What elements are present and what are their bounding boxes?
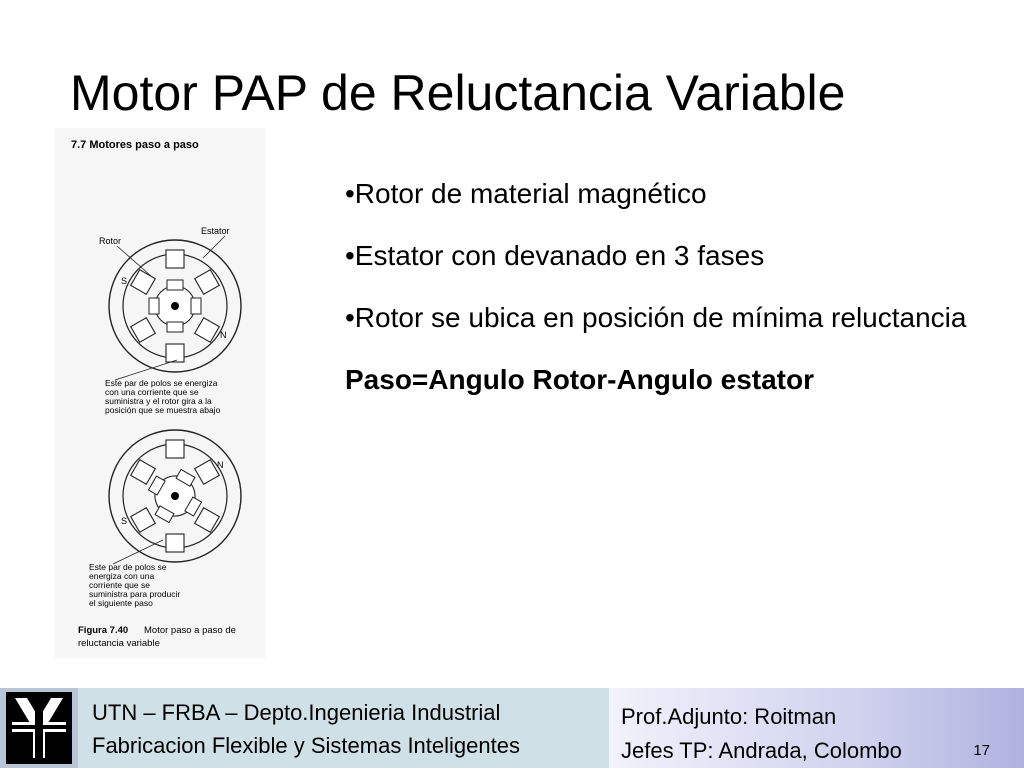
label-estator: Estator: [201, 226, 230, 236]
stepper-motor-figure: 7.7 Motores paso a paso Rotor Estator S …: [55, 128, 265, 658]
bullet-list: •Rotor de material magnético •Estator co…: [345, 176, 985, 424]
utn-logo: [0, 688, 78, 768]
bullet-stator-phases: •Estator con devanado en 3 fases: [345, 240, 765, 271]
figure-caption-label: Figura 7.40: [78, 625, 128, 636]
footer-course: Fabricacion Flexible y Sistemas Intelige…: [92, 733, 520, 758]
footer-staff-panel: Prof.Adjunto: Roitman Jefes TP: Andrada,…: [609, 688, 1024, 768]
utn-logo-icon: [6, 692, 72, 764]
page-number: 17: [973, 742, 990, 759]
figure-caption-text: Motor paso a paso de reluctancia variabl…: [78, 625, 239, 649]
figure-section-heading: 7.7 Motores paso a paso: [71, 139, 199, 151]
pole-label-n-bottom: N: [217, 460, 224, 470]
slide-title: Motor PAP de Reluctancia Variable: [70, 65, 846, 121]
note-energize-first: Este par de polos se energiza con una co…: [105, 378, 221, 415]
note-energize-next: Este par de polos se energiza con una co…: [89, 562, 183, 608]
slide-footer: UTN – FRBA – Depto.Ingenieria Industrial…: [0, 688, 1024, 768]
motor-diagram-top: [108, 235, 242, 381]
pole-label-n-top: N: [220, 330, 227, 340]
bullet-min-reluctance: •Rotor se ubica en posición de mínima re…: [345, 302, 967, 333]
pole-label-s-top: S: [121, 276, 127, 286]
motor-diagram-bottom: [108, 429, 242, 565]
bullet-rotor-material: •Rotor de material magnético: [345, 178, 707, 209]
footer-institution-panel: UTN – FRBA – Depto.Ingenieria Industrial…: [78, 688, 609, 768]
label-rotor: Rotor: [99, 236, 121, 246]
footer-org: UTN – FRBA – Depto.Ingenieria Industrial: [92, 700, 501, 725]
footer-prof: Prof.Adjunto: Roitman: [621, 704, 837, 729]
footer-jefes: Jefes TP: Andrada, Colombo: [621, 738, 902, 763]
step-angle-formula: Paso=Angulo Rotor-Angulo estator: [345, 364, 814, 395]
pole-label-s-bottom: S: [121, 516, 127, 526]
